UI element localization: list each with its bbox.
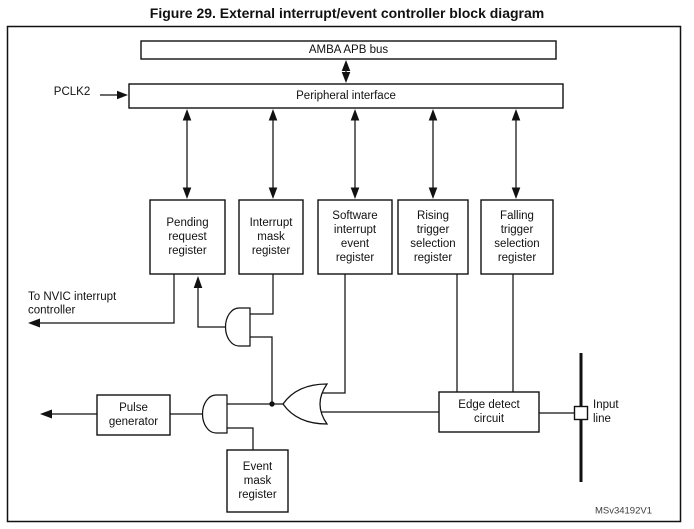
- connector-to-nvic: [28, 274, 175, 328]
- arrowhead-down-icon: [428, 187, 438, 199]
- connector-pulse-output: [40, 409, 97, 419]
- connector-mask-to-and: [250, 274, 274, 315]
- arrowhead-up-icon: [350, 109, 360, 121]
- and-gate-interrupt-mask: [224, 307, 251, 347]
- svg-text:AMBA APB bus: AMBA APB bus: [309, 44, 389, 56]
- block-peripheral-interface: Peripheral interface: [128, 83, 564, 109]
- connector-peripheral-pending: [182, 109, 192, 199]
- connector-pclk2: [100, 90, 128, 100]
- arrowhead-down-icon: [350, 187, 360, 199]
- connector-peripheral-rising: [428, 109, 438, 199]
- block-amba-apb-bus: AMBA APB bus: [140, 40, 557, 60]
- diagram-frame: [6, 25, 682, 523]
- arrowhead-right-icon: [117, 90, 128, 100]
- arrowhead-up-icon: [182, 109, 192, 121]
- arrowhead-up-icon: [511, 109, 521, 121]
- svg-text:Peripheral interface: Peripheral interface: [296, 90, 396, 102]
- figure-title: Figure 29. External interrupt/event cont…: [149, 5, 545, 21]
- connector-and-to-pending: [193, 276, 226, 328]
- connector-amba-peripheral: [341, 60, 351, 83]
- arrowhead-down-icon: [341, 72, 351, 83]
- junction-dot: [269, 401, 275, 407]
- connector-peripheral-interrupt-mask: [268, 109, 278, 199]
- arrowhead-up-icon: [268, 109, 278, 121]
- and-gate-event-mask: [201, 394, 228, 434]
- arrowhead-left-icon: [40, 409, 52, 419]
- connector-peripheral-swier: [350, 109, 360, 199]
- connector-swier-to-or: [319, 274, 346, 394]
- connector-peripheral-falling: [511, 109, 521, 199]
- input-line-terminal: [573, 405, 589, 421]
- connector-eventmask-to-and: [227, 427, 254, 450]
- arrowhead-down-icon: [268, 187, 278, 199]
- arrowhead-up-icon: [193, 276, 203, 288]
- arrowhead-up-icon: [428, 109, 438, 121]
- arrowhead-down-icon: [182, 187, 192, 199]
- connector-line-to-and: [250, 336, 273, 404]
- arrowhead-down-icon: [511, 187, 521, 199]
- pclk2-label: PCLK2: [54, 86, 90, 98]
- arrowhead-left-icon: [28, 318, 40, 328]
- or-gate: [282, 383, 329, 425]
- arrowhead-up-icon: [341, 60, 351, 71]
- watermark: MSv34192V1: [595, 506, 652, 517]
